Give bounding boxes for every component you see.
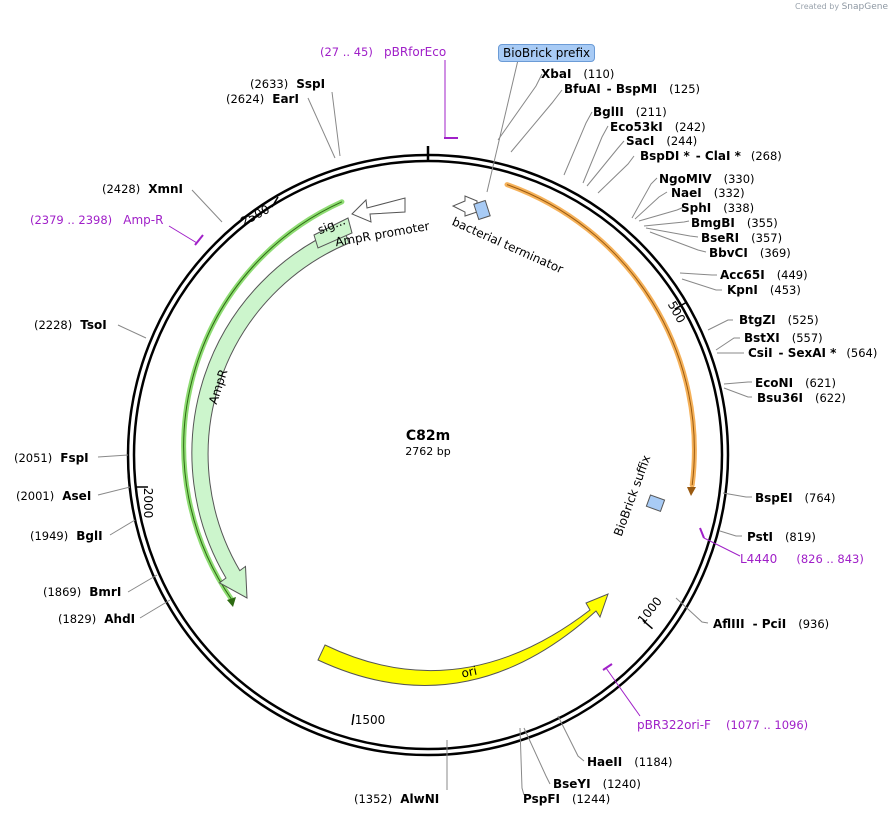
primer-label-l4440[interactable]: L4440 (826 .. 843) — [740, 548, 864, 567]
snapgene-brand: Created by SnapGene — [795, 2, 888, 12]
site-label-psti[interactable]: PstI(819) — [747, 530, 816, 544]
primer-label-pbr322ori-f[interactable]: pBR322ori-F (1077 .. 1096) — [637, 714, 808, 733]
site-label-sspi[interactable]: (2633)SspI — [250, 77, 325, 91]
primer-l4440-marker[interactable] — [699, 527, 741, 557]
biobrick-suffix-label: BioBrick suffix — [611, 453, 653, 538]
svg-text:2500: 2500 — [238, 202, 272, 229]
bp-tick-2500: 2500 — [238, 196, 279, 229]
site-label-acc65i[interactable]: Acc65I(449) — [720, 268, 808, 282]
site-label-bsu36i[interactable]: Bsu36I(622) — [757, 391, 846, 405]
site-label-bmri[interactable]: (1869)BmrI — [43, 585, 121, 599]
primer-ampr-marker[interactable] — [168, 225, 204, 246]
site-label-asei[interactable]: (2001)AseI — [16, 489, 91, 503]
bp-tick-1500: 1500 — [351, 713, 386, 727]
site-label-bspei[interactable]: BspEI(764) — [755, 491, 835, 505]
site-label-bbvci[interactable]: BbvCI(369) — [709, 246, 791, 260]
svg-text:1500: 1500 — [355, 713, 386, 727]
site-label-bmgbi[interactable]: BmgBI(355) — [691, 216, 778, 230]
primer-label-pbrforeco[interactable]: (27 .. 45) pBRforEco — [320, 41, 446, 60]
site-label-eco53ki[interactable]: Eco53kI(242) — [610, 120, 706, 134]
insert-arc — [504, 182, 697, 496]
plasmid-name: C82m — [405, 428, 451, 444]
ori-feature-arrow[interactable] — [317, 593, 609, 686]
site-label-fspi[interactable]: (2051)FspI — [14, 451, 89, 465]
bp-tick-1000: 1000 — [635, 594, 665, 630]
ampr-signal-feature[interactable] — [313, 217, 353, 249]
site-leaders — [97, 59, 752, 796]
biobrick-prefix-feature[interactable] — [473, 199, 491, 221]
plasmid-length: 2762 bp — [405, 445, 451, 458]
biobrick-suffix-feature[interactable] — [645, 494, 666, 513]
brand-app-name: SnapGene — [841, 2, 888, 12]
site-label-bglii[interactable]: BglII(211) — [593, 105, 667, 119]
ampr-feature-arrow[interactable] — [191, 226, 350, 599]
site-label-ahdi[interactable]: (1829)AhdI — [58, 612, 135, 626]
site-label-bgli[interactable]: (1949)BglI — [30, 529, 103, 543]
site-label-eari[interactable]: (2624)EarI — [226, 92, 299, 106]
bp-tick-2000: 2000 — [136, 486, 155, 519]
site-label-pspfi[interactable]: PspFI(1244) — [523, 792, 610, 806]
ampr-arc — [181, 199, 345, 607]
site-label-kpni[interactable]: KpnI(453) — [727, 283, 801, 297]
site-label-bseri[interactable]: BseRI(357) — [701, 231, 782, 245]
primer-pbrforeco-marker[interactable] — [444, 60, 458, 139]
site-label-bstxi[interactable]: BstXI(557) — [744, 331, 823, 345]
site-label-haeii[interactable]: HaeII(1184) — [587, 755, 672, 769]
svg-text:2000: 2000 — [141, 488, 155, 519]
ori-feature-label: ori — [460, 664, 478, 681]
svg-text:1000: 1000 — [635, 594, 665, 627]
site-label-alwni[interactable]: (1352)AlwNI — [354, 792, 439, 806]
site-label-econi[interactable]: EcoNI(621) — [755, 376, 836, 390]
primer-pbr322ori-f-marker[interactable] — [602, 663, 641, 717]
site-label-saci[interactable]: SacI(244) — [626, 134, 697, 148]
bacterial-terminator-label: bacterial terminator — [450, 215, 566, 277]
bp-tick-500: 500 — [665, 299, 688, 326]
site-label-afliii-pcii[interactable]: AflIII- PciI(936) — [713, 617, 829, 631]
site-label-naei[interactable]: NaeI(332) — [671, 186, 745, 200]
site-label-csii-sexai[interactable]: CsiI- SexAI *(564) — [748, 346, 877, 360]
ampr-promoter-arrow[interactable] — [351, 197, 406, 223]
backbone-inner — [132, 159, 724, 751]
site-label-xmni[interactable]: (2428)XmnI — [102, 182, 183, 196]
site-label-xbai[interactable]: XbaI(110) — [541, 67, 614, 81]
primer-label-amp-r[interactable]: (2379 .. 2398) Amp-R — [30, 209, 163, 228]
site-label-ngomiv[interactable]: NgoMIV(330) — [659, 172, 755, 186]
biobrick-prefix-label[interactable]: BioBrick prefix — [498, 44, 596, 62]
site-label-bfuai-bspmi[interactable]: BfuAI- BspMI(125) — [564, 82, 700, 96]
site-label-sphi[interactable]: SphI(338) — [681, 201, 754, 215]
site-label-bspdi-clai[interactable]: BspDI *- ClaI *(268) — [640, 149, 782, 163]
site-label-bseyi[interactable]: BseYI(1240) — [553, 777, 641, 791]
site-label-tsoi[interactable]: (2228)TsoI — [34, 318, 107, 332]
site-label-btgzi[interactable]: BtgZI(525) — [739, 313, 819, 327]
bacterial-terminator-arrow[interactable] — [451, 195, 478, 217]
brand-created-by: Created by — [795, 2, 840, 11]
